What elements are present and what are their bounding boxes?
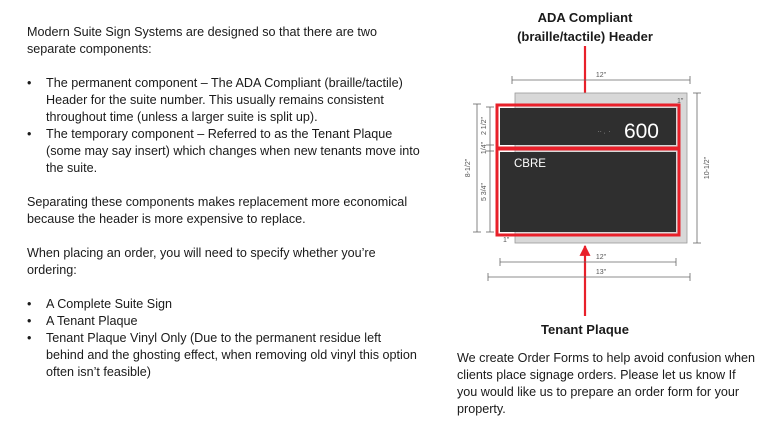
gap-dim: 1/4" [481,141,488,154]
left-dimensions [473,103,494,233]
components-list: The permanent component – The ADA Compli… [27,75,422,177]
list-item: A Tenant Plaque [27,313,422,330]
suite-number: 600 [624,120,659,143]
order-options-list: A Complete Suite Sign A Tenant Plaque Te… [27,296,422,381]
top-width-dim: 12" [596,72,607,79]
bottom-inner-width-dim: 12" [596,254,607,261]
list-item: Tenant Plaque Vinyl Only (Due to the per… [27,330,422,381]
tenant-plaque-highlight [495,147,681,237]
plaque-height-dim: 5 3/4" [481,182,488,201]
header-callout-label: ADA Compliant (braille/tactile) Header [480,8,690,46]
bottom-dimensions [487,258,691,281]
ada-header-panel [500,108,676,145]
ordering-paragraph: When placing an order, you will need to … [27,246,376,277]
order-form-note: We create Order Forms to help avoid conf… [457,351,755,416]
top-dimension [511,76,691,84]
braille-marks: ⠐⠂⠄ ⠂ [596,130,612,136]
list-item: A Complete Suite Sign [27,296,422,313]
intro-paragraph: Modern Suite Sign Systems are designed s… [27,25,378,56]
tenant-name: CBRE [514,158,546,170]
explanation-text: Modern Suite Sign Systems are designed s… [27,24,422,381]
tenant-plaque-panel [500,152,676,232]
bottom-outer-width-dim: 13" [596,269,607,276]
separating-paragraph: Separating these components makes replac… [27,195,408,226]
header-label-line1: ADA Compliant [537,10,633,25]
right-dimension [693,92,701,244]
header-height-dim: 2 1/2" [481,116,488,135]
corner-small-dim-bottom: 1" [503,237,510,244]
list-item: The permanent component – The ADA Compli… [27,75,422,126]
corner-small-dim: 1" [677,98,684,105]
list-item: The temporary component – Referred to as… [27,126,422,177]
tenant-plaque-callout-label: Tenant Plaque [541,322,629,337]
header-label-line2: (braille/tactile) Header [517,29,653,44]
overall-right-dim: 10-1/2" [704,156,711,179]
overall-left-dim: 8-1/2" [465,158,472,177]
